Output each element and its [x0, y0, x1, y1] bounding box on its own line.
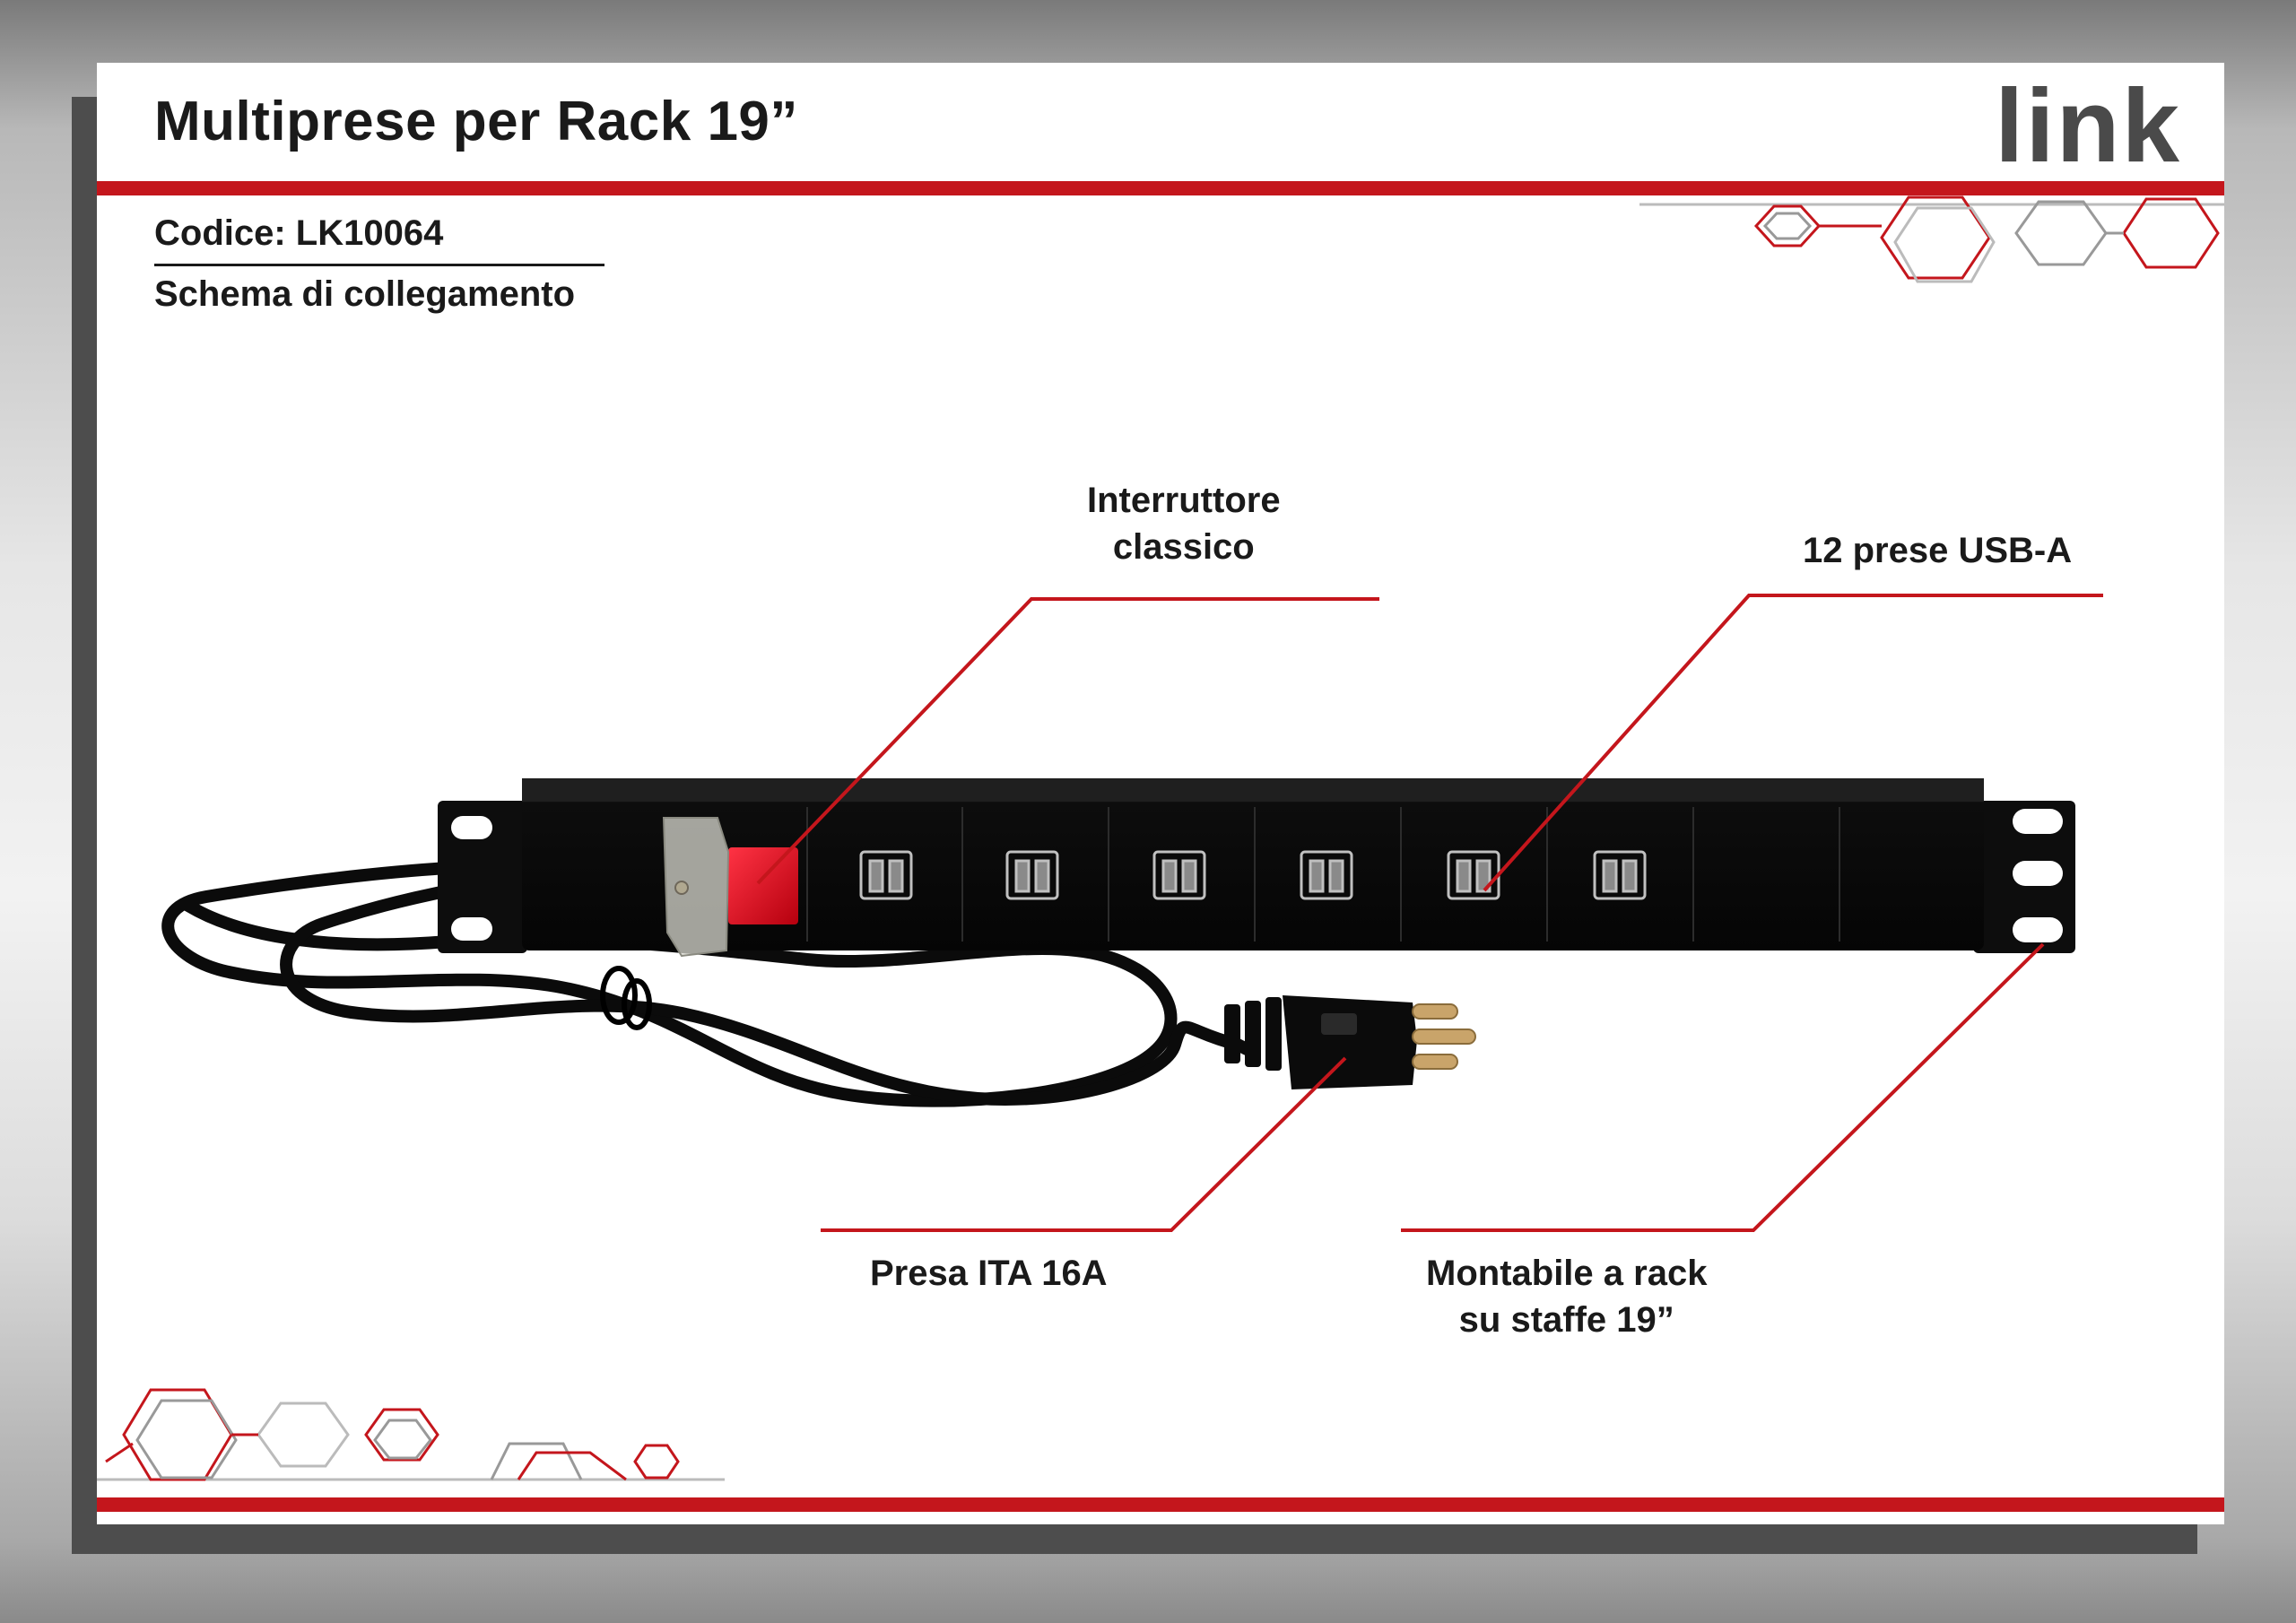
callout-rack: Montabile a rack su staffe 19”	[1426, 1250, 1707, 1343]
ita-plug	[1224, 995, 1476, 1089]
page-title: Multiprese per Rack 19”	[154, 91, 798, 152]
callout-rack-line1: Montabile a rack	[1426, 1254, 1708, 1293]
callout-switch-line1: Interruttore	[1087, 481, 1281, 520]
header-divider	[97, 181, 2224, 195]
usb-ports	[859, 850, 1647, 900]
cable-tie	[600, 966, 652, 1030]
callout-rack-line2: su staffe 19”	[1458, 1300, 1674, 1340]
hexagon-pattern-icon	[1639, 195, 2224, 283]
pdu-body	[522, 778, 1984, 950]
hexagon-pattern-bottom-icon	[97, 1388, 725, 1481]
callout-switch: Interruttore classico	[1087, 477, 1281, 570]
leader-lines	[756, 594, 2103, 1232]
rocker-switch	[662, 817, 798, 958]
left-rack-ear	[438, 801, 527, 953]
section-title: Schema di collegamento	[154, 274, 576, 314]
product-code: Codice: LK10064	[154, 213, 444, 253]
right-rack-ear	[1973, 801, 2075, 953]
callout-switch-line2: classico	[1112, 527, 1255, 567]
callout-usb: 12 prese USB-A	[1803, 531, 2073, 570]
footer-divider	[97, 1497, 2224, 1512]
link-logo: link	[1995, 67, 2181, 184]
callout-plug: Presa ITA 16A	[870, 1254, 1108, 1293]
code-underline	[154, 264, 604, 266]
